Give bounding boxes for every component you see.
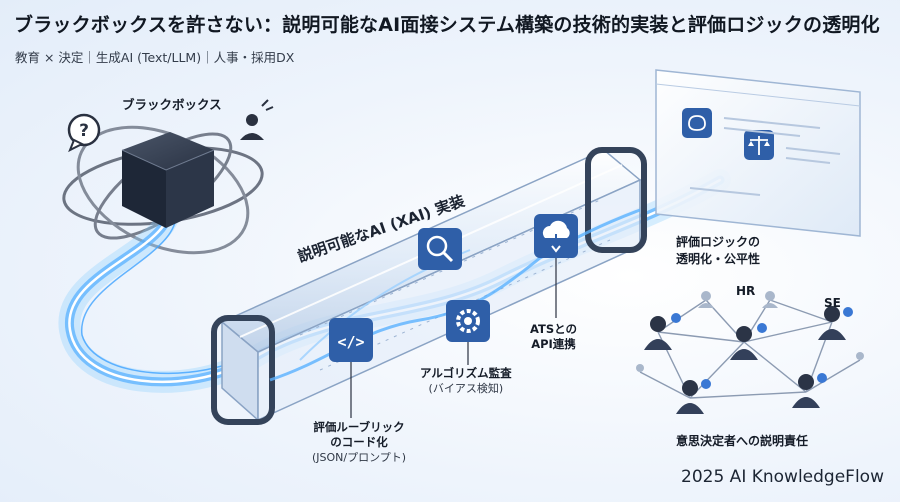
audit-label-main: アルゴリズム監査 [420,366,512,380]
magnifier-tile [418,228,462,270]
leader-lines [350,258,557,418]
stakeholder-network [636,291,864,414]
rubric-label-line1: 評価ルーブリック [313,420,405,434]
cloud-api-tile [534,214,578,258]
person-avatar-icon [240,99,274,140]
code-tile-glyph: </> [337,333,364,351]
transparency-label-line1: 評価ロジックの [676,235,761,249]
audit-label: アルゴリズム監査 (バイアス検知) [420,366,512,396]
person-node-bottom-right [792,373,827,408]
gear-tile [446,300,490,342]
transparency-screen [655,69,861,237]
person-node-se [818,306,853,340]
ats-label-line2: API連携 [531,337,576,351]
person-node-hr [730,323,767,360]
person-node-left [644,313,681,350]
question-bubble [67,113,101,153]
black-box-label: ブラックボックス [122,97,222,112]
transparency-label-line2: 透明化・公平性 [676,252,761,266]
question-mark-text: ? [79,121,89,141]
brain-icon [682,108,712,138]
page-subtitle: 教育 × 決定｜生成AI (Text/LLM)｜人事・採用DX [15,50,295,65]
ats-label-line1: ATSとの [530,322,578,336]
accountability-label: 意思決定者への説明責任 [676,434,809,448]
rubric-note: (JSON/プロンプト) [312,451,407,464]
transparency-label: 評価ロジックの 透明化・公平性 [676,234,760,268]
person-node-bottom-left [676,379,711,414]
node-label-se: SE [824,296,841,310]
ats-label: ATSとの API連携 [530,322,577,352]
footer-credit: 2025 AI KnowledgeFlow [681,467,884,487]
node-label-hr: HR [736,284,756,298]
rubric-label-line2: のコード化 [330,435,388,449]
audit-note: (バイアス検知) [428,382,504,395]
code-tile: </> [329,318,373,362]
tube-end-caps [211,147,647,425]
black-box-cube [121,132,215,228]
page-title: ブラックボックスを許さない：説明可能なAI面接システム構築の技術的実装と評価ロジ… [14,14,880,36]
rubric-label: 評価ルーブリック のコード化 (JSON/プロンプト) [312,420,406,465]
